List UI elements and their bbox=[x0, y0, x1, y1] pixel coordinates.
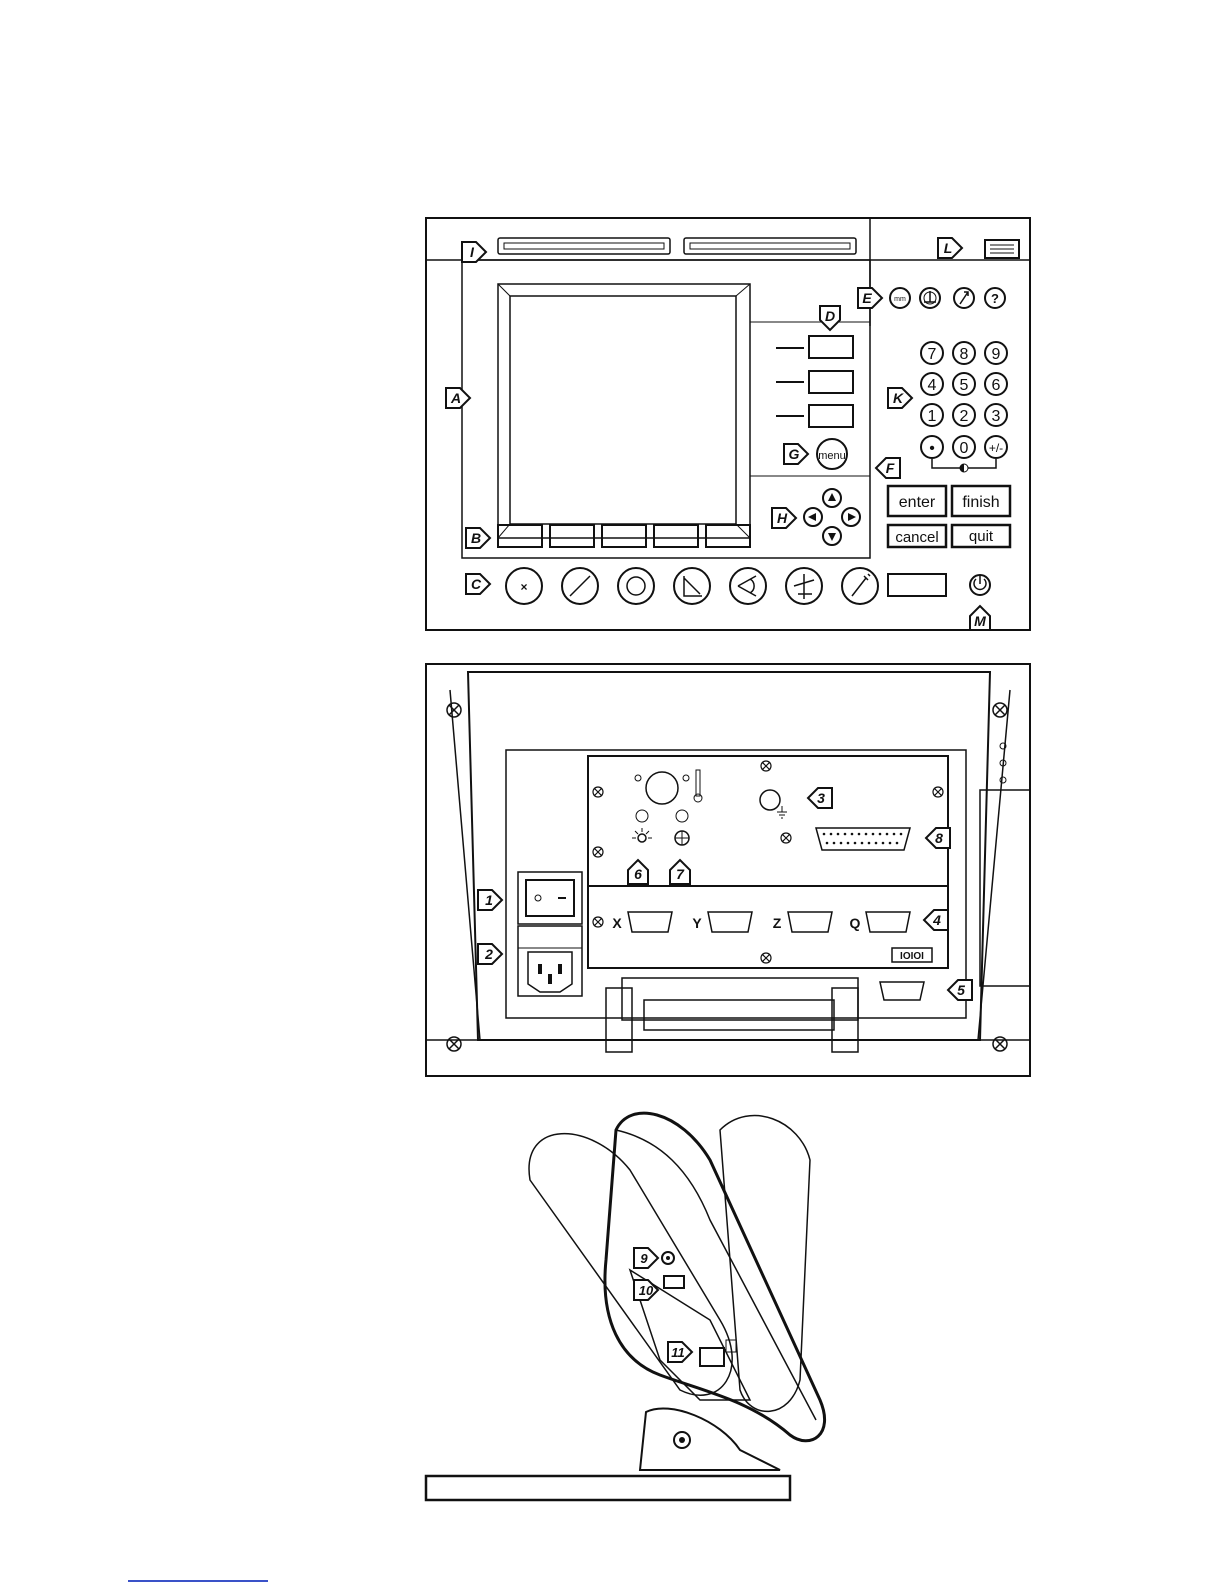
numeric-keypad[interactable]: 7 8 9 4 5 6 1 2 3 • 0 +/- bbox=[921, 342, 1007, 458]
cancel-button[interactable]: cancel bbox=[895, 529, 938, 546]
light-icon bbox=[632, 828, 652, 842]
key-plus-minus: +/- bbox=[989, 441, 1003, 455]
callout-E: E bbox=[862, 290, 872, 306]
callout-3: 3 bbox=[817, 790, 825, 806]
callout-7: 7 bbox=[676, 866, 685, 882]
callout-C: C bbox=[471, 576, 482, 592]
axis-label-q: Q bbox=[850, 915, 861, 931]
serial-label: IOIOI bbox=[900, 951, 924, 962]
callout-10: 10 bbox=[639, 1283, 654, 1298]
mm-key-label: mm bbox=[894, 296, 906, 303]
callout-6: 6 bbox=[634, 866, 642, 882]
callout-H: H bbox=[777, 510, 788, 526]
key-6: 6 bbox=[992, 377, 1001, 394]
measure-keys[interactable]: × bbox=[506, 568, 878, 604]
key-0: 0 bbox=[960, 440, 969, 457]
footer-link-rule bbox=[128, 1580, 268, 1582]
callout-M: M bbox=[974, 613, 986, 629]
axis-label-y: Y bbox=[692, 915, 702, 931]
key-1: 1 bbox=[928, 408, 937, 425]
quit-button[interactable]: quit bbox=[969, 528, 994, 545]
enter-button[interactable]: enter bbox=[899, 494, 936, 511]
key-decimal: • bbox=[929, 440, 935, 457]
key-7: 7 bbox=[928, 346, 937, 363]
axis-connectors bbox=[628, 912, 910, 932]
crosshair-icon bbox=[675, 831, 689, 845]
callout-G: G bbox=[789, 446, 800, 462]
side-view-diagram: 9 10 11 bbox=[420, 1100, 840, 1510]
key-4: 4 bbox=[928, 377, 937, 394]
front-panel-diagram: menu mm ? 7 8 9 4 5 bbox=[420, 214, 1036, 634]
key-9: 9 bbox=[992, 346, 1001, 363]
callout-9: 9 bbox=[640, 1251, 648, 1266]
callout-A: A bbox=[450, 390, 461, 406]
axis-label-z: Z bbox=[773, 915, 782, 931]
callout-B: B bbox=[471, 530, 481, 546]
key-5: 5 bbox=[960, 377, 969, 394]
callout-L: L bbox=[944, 240, 953, 256]
rear-panel-diagram: X Y Z Q IOIOI 1 2 3 4 5 6 7 8 bbox=[420, 660, 1036, 1080]
callout-D: D bbox=[825, 308, 835, 324]
callout-2: 2 bbox=[484, 946, 493, 962]
callout-11: 11 bbox=[671, 1345, 685, 1360]
menu-key-label: menu bbox=[818, 450, 846, 462]
svg-text:?: ? bbox=[991, 291, 999, 306]
callout-1: 1 bbox=[485, 892, 493, 908]
key-8: 8 bbox=[960, 346, 969, 363]
axis-label-x: X bbox=[612, 915, 622, 931]
key-3: 3 bbox=[992, 408, 1001, 425]
callout-4: 4 bbox=[932, 912, 941, 928]
arrow-keys[interactable] bbox=[804, 489, 860, 545]
callout-F: F bbox=[886, 460, 895, 476]
svg-text:×: × bbox=[520, 580, 527, 594]
key-2: 2 bbox=[960, 408, 969, 425]
finish-button[interactable]: finish bbox=[962, 494, 999, 511]
callout-K: K bbox=[893, 390, 904, 406]
callout-5: 5 bbox=[957, 982, 965, 998]
callout-8: 8 bbox=[935, 830, 943, 846]
